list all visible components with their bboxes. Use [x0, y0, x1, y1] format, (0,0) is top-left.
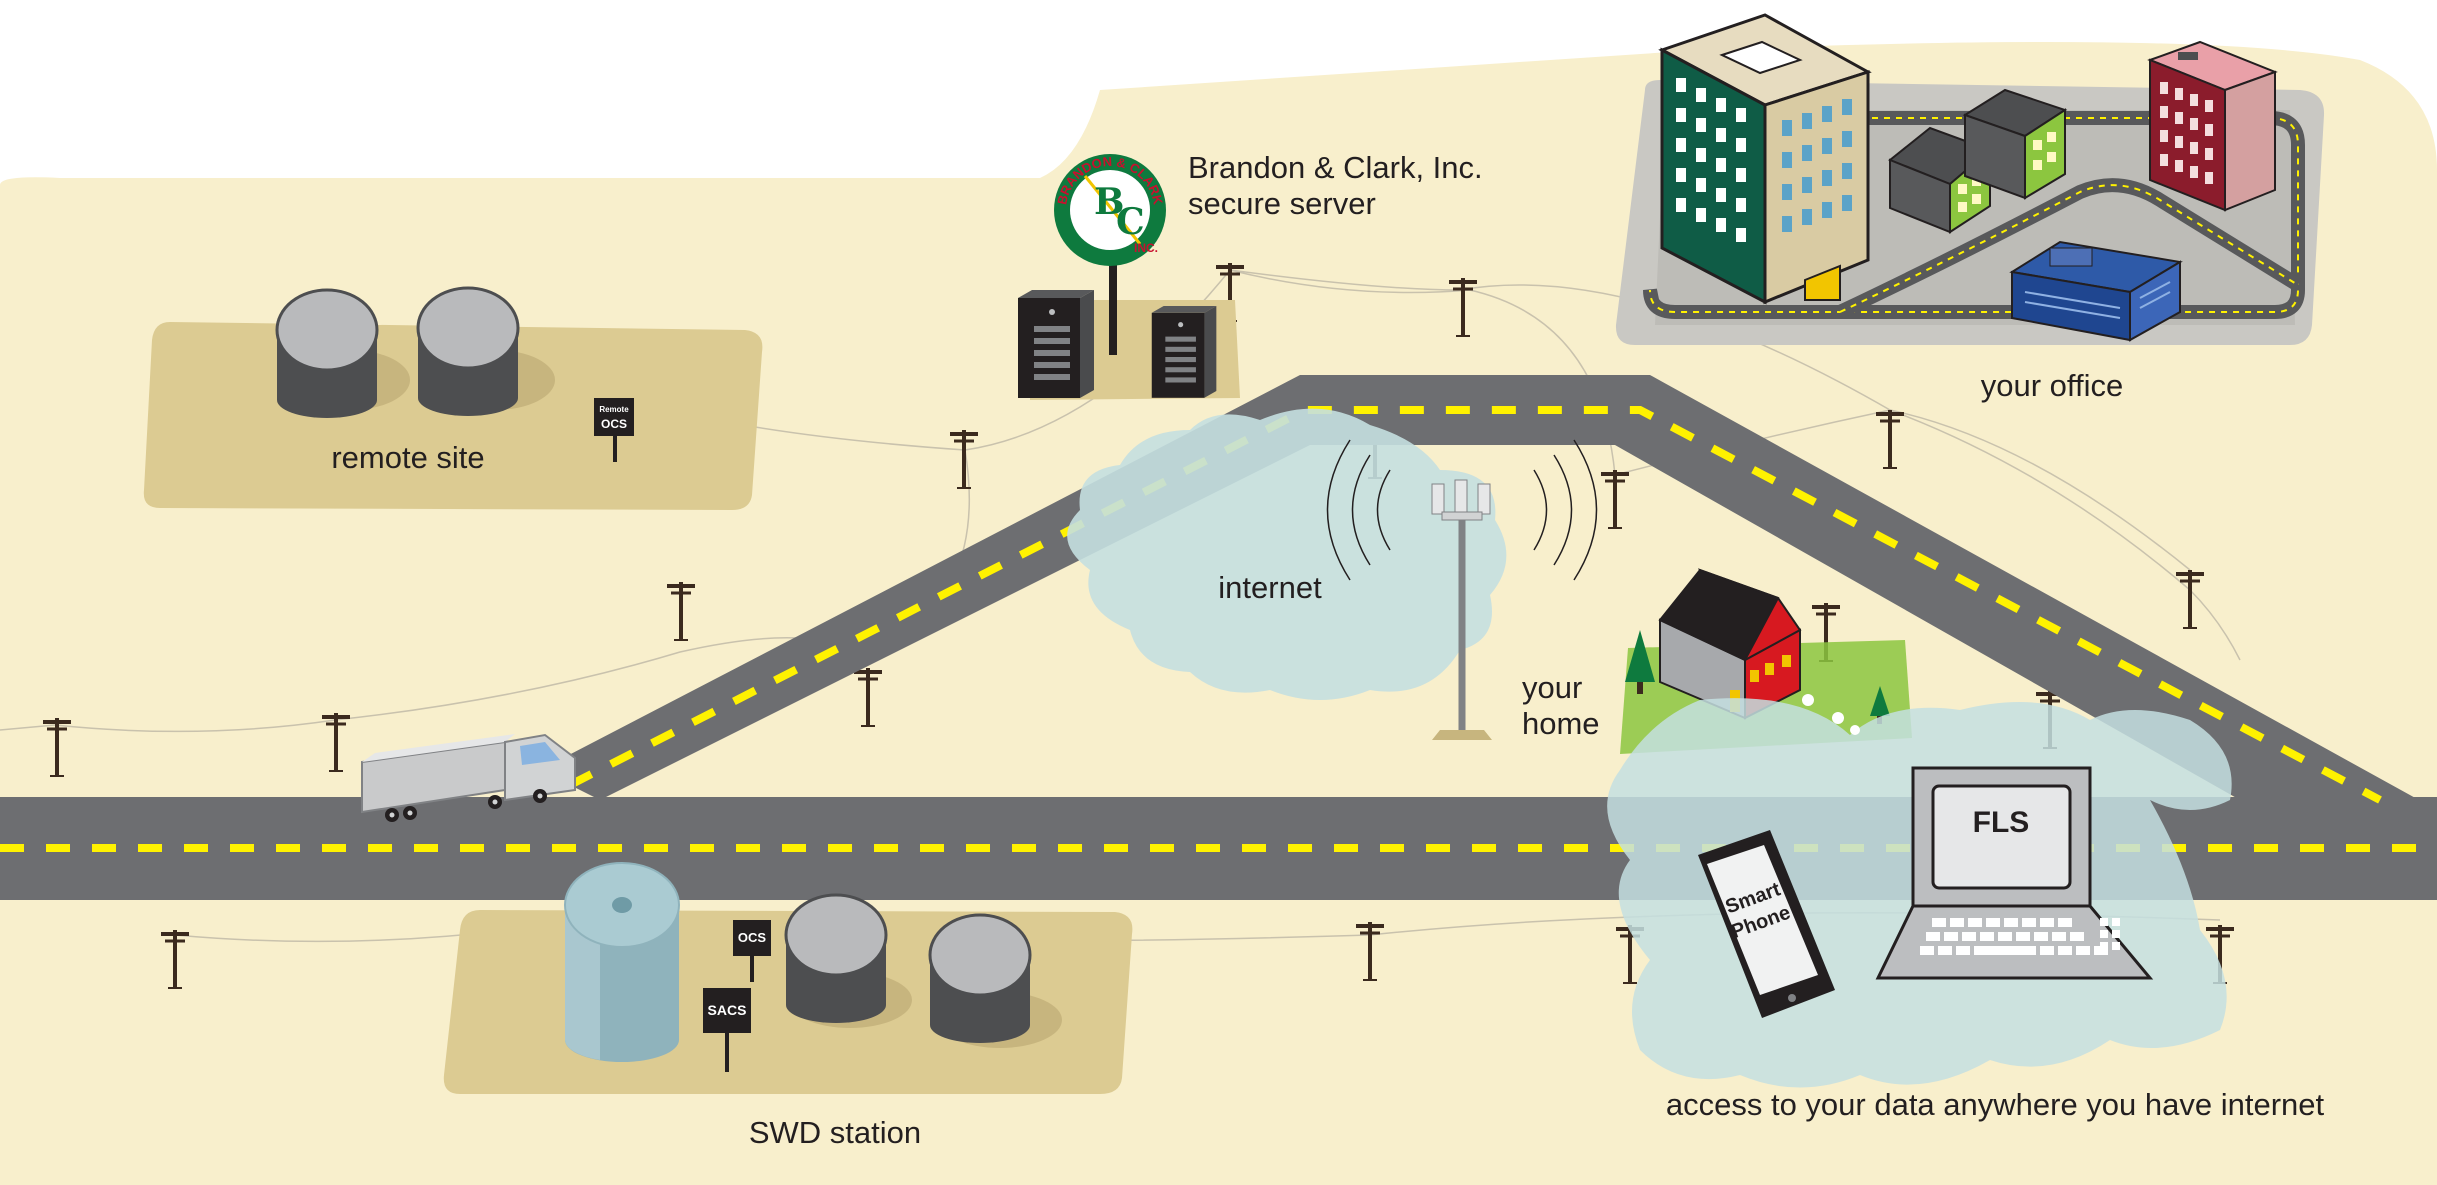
internet-cloud: internet	[1067, 408, 1507, 700]
swd-station-label: SWD station	[749, 1115, 921, 1150]
your-home-label-line1: your	[1522, 670, 1582, 705]
swd-station: OCS SACS SWD station	[443, 862, 1133, 1150]
internet-label: internet	[1218, 570, 1322, 605]
company-logo: B C BRANDON & CLARK INC.	[1054, 154, 1166, 266]
building-icon	[1962, 88, 2068, 200]
house-icon	[1658, 568, 1802, 720]
tank-icon	[928, 913, 1062, 1048]
tree-icon	[1625, 630, 1655, 694]
svg-text:C: C	[1116, 201, 1145, 243]
svg-text:OCS: OCS	[738, 930, 767, 945]
road-diagonal-center-line	[568, 406, 2382, 804]
remote-site-label: remote site	[331, 440, 484, 475]
cell-tower-icon	[1326, 439, 1598, 740]
remote-ocs-sign: Remote OCS	[594, 398, 634, 462]
building-icon	[1658, 13, 1872, 305]
access-label: access to your data anywhere you have in…	[1666, 1087, 2325, 1122]
access-cloud: Smart Phone FLS access to your data anyw…	[1607, 694, 2325, 1122]
secure-server: B C BRANDON & CLARK INC. Brandon & Clark…	[1018, 150, 1483, 400]
svg-text:Remote: Remote	[599, 405, 629, 414]
tank-icon	[416, 286, 555, 418]
remote-site: Remote OCS remote site	[143, 286, 763, 510]
your-office-label: your office	[1981, 368, 2123, 403]
tank-icon	[564, 862, 680, 1062]
secure-server-label: secure server	[1188, 186, 1376, 221]
office-area: your office	[1615, 13, 2325, 403]
building-icon	[2147, 40, 2278, 212]
sacs-sign: SACS	[703, 988, 751, 1072]
laptop-screen-label: FLS	[1973, 806, 2030, 839]
svg-text:INC.: INC.	[1134, 241, 1158, 255]
truck-icon	[361, 733, 576, 822]
svg-text:OCS: OCS	[601, 417, 627, 431]
laptop-icon: FLS	[1875, 766, 2154, 980]
tank-icon	[784, 893, 912, 1028]
road-diagonal	[540, 375, 2437, 900]
building-icon	[2009, 240, 2183, 342]
ocs-sign: OCS	[733, 920, 771, 982]
smartphone-icon: Smart Phone	[1698, 830, 1835, 1018]
your-home-label-line2: home	[1522, 706, 1600, 741]
tank-icon	[275, 288, 410, 420]
company-name-label: Brandon & Clark, Inc.	[1188, 150, 1483, 185]
server-tower-icon	[1018, 290, 1094, 398]
server-tower-icon	[1151, 306, 1217, 398]
svg-text:B: B	[1094, 181, 1124, 223]
svg-text:SACS: SACS	[708, 1002, 747, 1018]
